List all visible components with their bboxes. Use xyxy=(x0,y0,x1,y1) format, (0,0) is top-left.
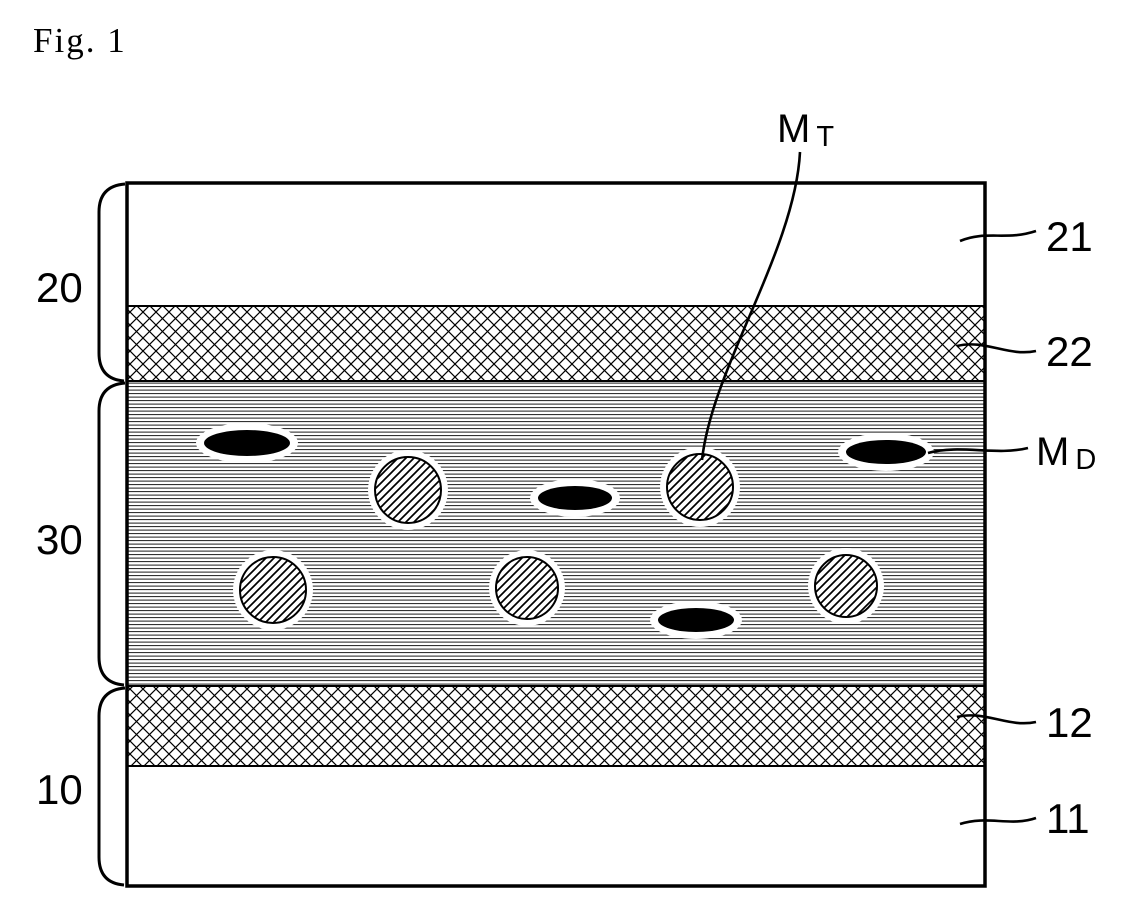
particle-group xyxy=(196,423,934,639)
brace-10 xyxy=(97,686,126,887)
dark-particle xyxy=(846,440,926,464)
label-group-20: 20 xyxy=(36,264,83,311)
figure-caption: Fig. 1 xyxy=(33,21,127,60)
layer-21-substrate xyxy=(126,182,986,307)
brace-20 xyxy=(97,182,126,383)
leader-lines xyxy=(700,151,1037,826)
layer-12-crosshatch xyxy=(126,685,986,767)
hatched-particle xyxy=(495,556,559,620)
label-md-main: M xyxy=(1036,430,1069,474)
label-group-30: 30 xyxy=(36,516,83,563)
brace-30 xyxy=(97,381,126,687)
label-md-sub: D xyxy=(1075,444,1096,476)
dark-particle xyxy=(658,608,734,632)
hatched-particle xyxy=(239,556,307,624)
leader-line-11 xyxy=(959,816,1037,826)
label-layer-22: 22 xyxy=(1046,328,1093,375)
leader-line-12 xyxy=(956,714,1037,725)
label-mt-main: M xyxy=(777,107,810,151)
leader-line-md xyxy=(927,446,1029,455)
layer-stack xyxy=(125,181,987,888)
leader-line-mt xyxy=(700,151,802,461)
hatched-particle xyxy=(666,453,734,521)
dark-particle xyxy=(204,430,290,456)
layer-11-substrate xyxy=(126,765,986,887)
dark-particle xyxy=(538,486,612,510)
leader-line-22 xyxy=(956,343,1037,354)
layer-22-crosshatch xyxy=(126,305,986,382)
leader-line-21 xyxy=(959,229,1037,243)
label-group-10: 10 xyxy=(36,766,83,813)
label-mt: M T xyxy=(777,107,834,153)
label-md: M D xyxy=(1036,430,1096,476)
label-layer-12: 12 xyxy=(1046,699,1093,746)
hatched-particle xyxy=(814,554,878,618)
hatched-particle xyxy=(374,456,442,524)
diagram-outline xyxy=(125,181,987,888)
label-layer-21: 21 xyxy=(1046,213,1093,260)
group-braces xyxy=(97,182,126,887)
label-layer-11: 11 xyxy=(1046,795,1090,842)
label-mt-sub: T xyxy=(816,121,834,153)
